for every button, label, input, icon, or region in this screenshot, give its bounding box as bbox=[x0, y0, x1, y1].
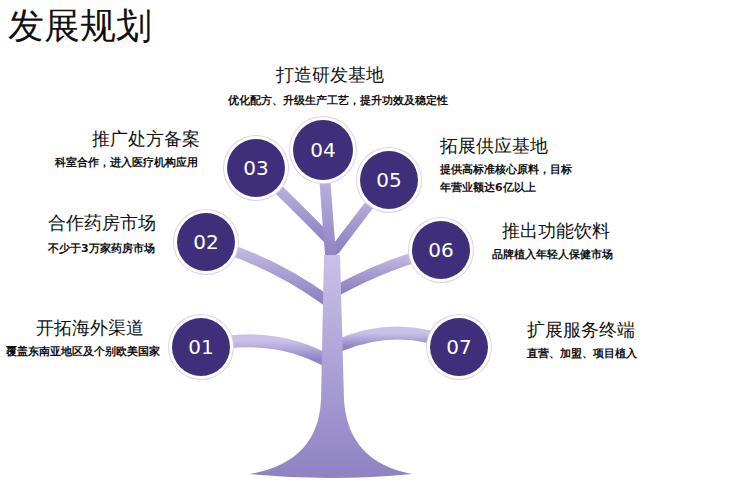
step-number: 03 bbox=[243, 156, 268, 180]
plan-description: 品牌植入年轻人保健市场 bbox=[492, 246, 613, 264]
plan-circle: 07扩展服务终端直营、加盟、项目植入 bbox=[430, 318, 488, 376]
plan-description: 直营、加盟、项目植入 bbox=[527, 345, 637, 363]
plan-heading: 拓展供应基地 bbox=[440, 134, 548, 158]
plan-circle: 06推出功能饮料品牌植入年轻人保健市场 bbox=[412, 221, 470, 279]
step-number: 01 bbox=[188, 335, 213, 359]
plan-circle: 05拓展供应基地提供高标准核心原料，目标 年营业额达6亿以上 bbox=[360, 151, 418, 209]
plan-heading: 打造研发基地 bbox=[276, 63, 384, 87]
step-number: 06 bbox=[428, 238, 453, 262]
plan-description: 提供高标准核心原料，目标 年营业额达6亿以上 bbox=[440, 161, 580, 196]
step-number: 02 bbox=[193, 230, 218, 254]
plan-circle: 03推广处方备案科室合作，进入医疗机构应用 bbox=[227, 139, 285, 197]
plan-description: 科室合作，进入医疗机构应用 bbox=[55, 154, 198, 172]
plan-heading: 扩展服务终端 bbox=[527, 318, 635, 342]
plan-description: 优化配方、升级生产工艺，提升功效及稳定性 bbox=[228, 92, 448, 110]
tree-trunk bbox=[250, 255, 412, 478]
plan-heading: 合作药房市场 bbox=[48, 211, 156, 235]
plan-description: 覆盖东南亚地区及个别欧美国家 bbox=[6, 343, 160, 361]
plan-circle: 04打造研发基地优化配方、升级生产工艺，提升功效及稳定性 bbox=[293, 120, 353, 180]
plan-description: 不少于3万家药房市场 bbox=[48, 240, 155, 258]
plan-heading: 开拓海外渠道 bbox=[36, 316, 144, 340]
page-title: 发展规划 bbox=[8, 2, 152, 51]
step-number: 07 bbox=[446, 335, 471, 359]
plan-heading: 推广处方备案 bbox=[92, 127, 200, 151]
plan-heading: 推出功能饮料 bbox=[502, 219, 610, 243]
plan-circle: 01开拓海外渠道覆盖东南亚地区及个别欧美国家 bbox=[172, 318, 230, 376]
plan-circle: 02合作药房市场不少于3万家药房市场 bbox=[177, 213, 235, 271]
step-number: 04 bbox=[310, 138, 335, 162]
step-number: 05 bbox=[376, 168, 401, 192]
